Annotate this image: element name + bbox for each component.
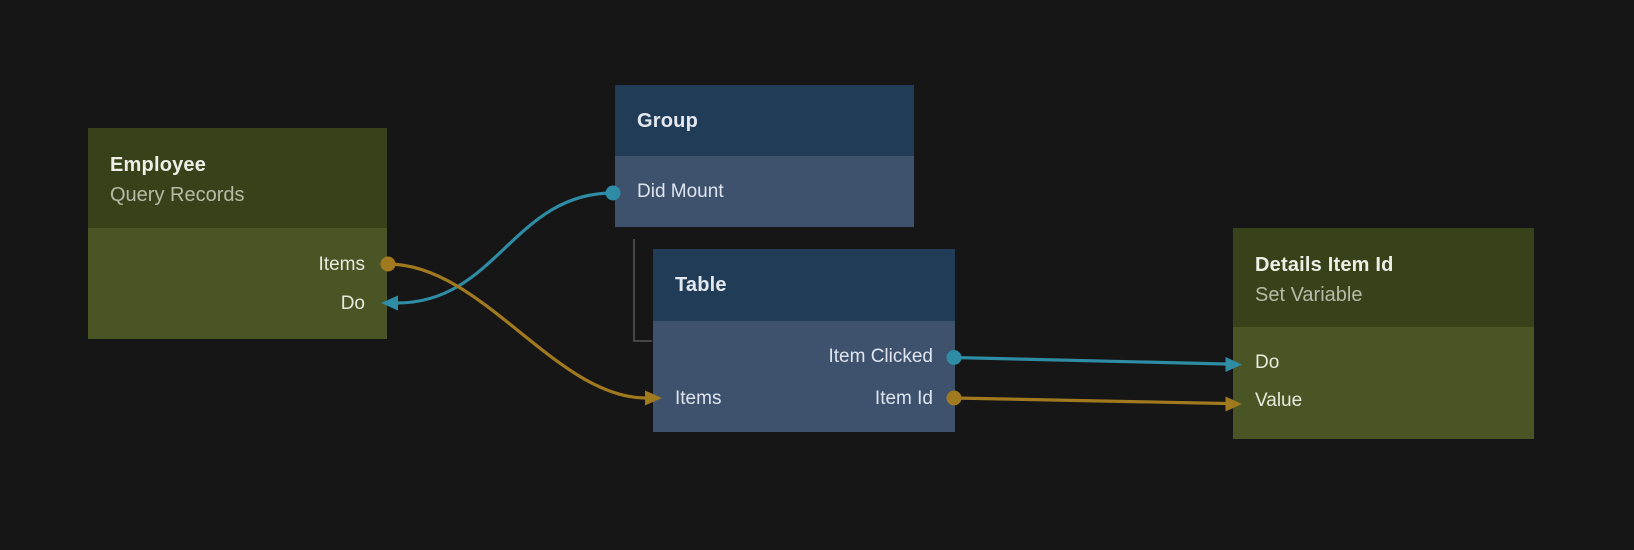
node-employee-body: Items Do [88,228,387,339]
wire-itemid-to-details-value[interactable] [952,396,1228,406]
port-items-input-label: Items [675,388,722,409]
wire-itemclicked-to-details-do[interactable] [952,355,1228,366]
node-title: Table [675,274,727,296]
port-do-input[interactable]: Do [88,284,387,323]
node-employee[interactable]: Employee Query Records Items Do [88,128,387,339]
node-table-header: Table [653,249,955,321]
node-group-header: Group [615,85,914,156]
node-details-body: Do Value [1233,327,1534,439]
node-group[interactable]: Group Did Mount [615,85,914,227]
wire-didmount-to-do[interactable] [395,191,615,305]
node-title: Employee [110,154,207,176]
wire-items-to-table-items[interactable] [386,262,648,400]
node-subtitle: Set Variable [1255,284,1363,306]
port-do-input[interactable]: Do [1233,344,1534,382]
node-details-header: Details Item Id Set Variable [1233,228,1534,327]
node-title: Details Item Id [1255,254,1394,276]
port-label: Item Clicked [828,346,933,367]
port-item-id-output-label: Item Id [874,388,933,409]
port-did-mount-output[interactable]: Did Mount [615,156,914,227]
node-group-body: Did Mount [615,156,914,227]
port-item-clicked-output[interactable]: Item Clicked [653,336,955,378]
port-label: Items [318,253,365,275]
node-table-body: Item Clicked Items Item Id [653,321,955,432]
node-table[interactable]: Table Item Clicked Items Item Id [653,249,955,432]
hierarchy-bracket-group-table [633,239,652,342]
port-items-output[interactable]: Items [88,245,387,284]
node-employee-header: Employee Query Records [88,128,387,228]
node-title: Group [637,109,698,132]
port-label: Do [340,292,365,314]
port-row-items-itemid[interactable]: Items Item Id [653,378,955,420]
port-label: Do [1255,352,1280,373]
port-value-input[interactable]: Value [1233,382,1534,420]
node-subtitle: Query Records [110,184,245,206]
port-label: Value [1255,390,1303,411]
port-label: Did Mount [637,180,724,202]
node-details-item-id[interactable]: Details Item Id Set Variable Do Value [1233,228,1534,439]
